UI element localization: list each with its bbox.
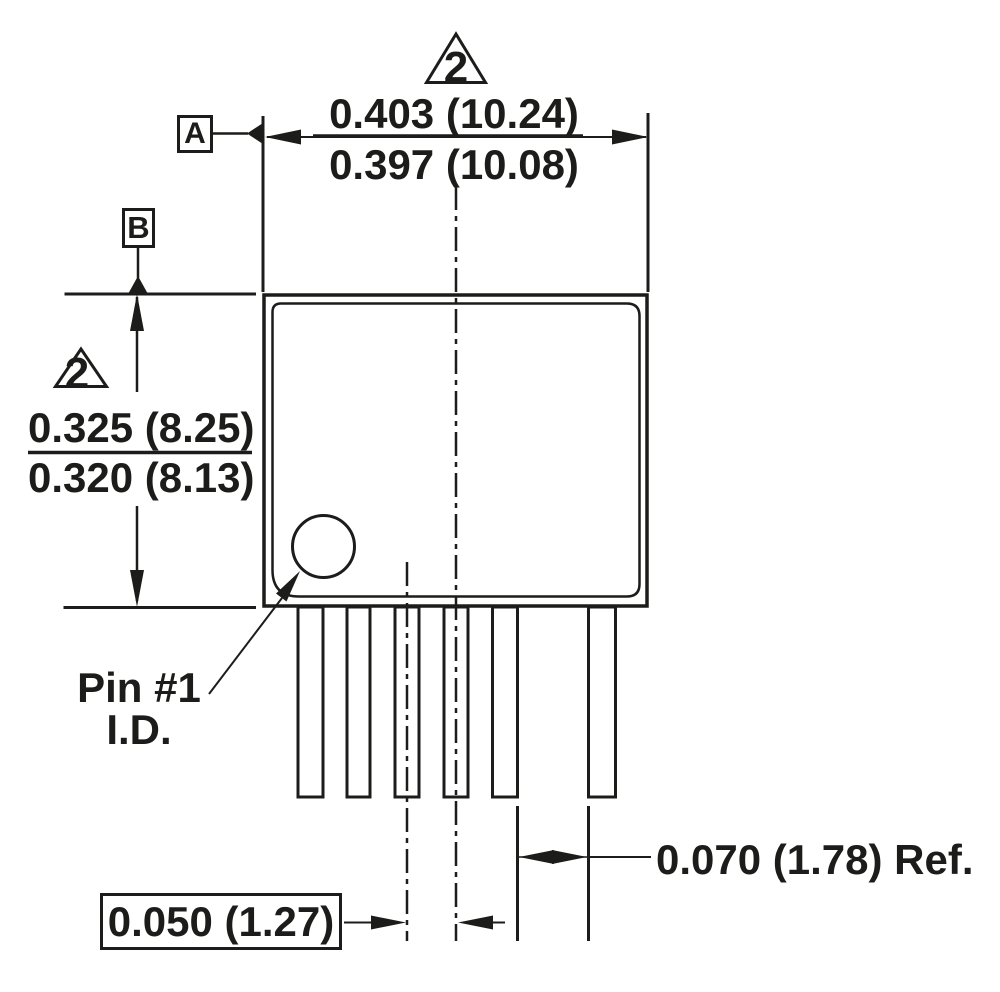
- pin-lead-2: [345, 605, 372, 799]
- datum-b-label: B: [127, 210, 150, 245]
- width-dim-value-min: 0.397 (10.08): [329, 141, 579, 188]
- pitch-dim-value: 0.050 (1.27): [107, 897, 335, 945]
- datum-b-box: B: [122, 208, 155, 248]
- datum-a-triangle-icon: [247, 123, 263, 144]
- height-arrow-up-icon: [130, 294, 144, 331]
- height-arrow-down-icon: [130, 570, 144, 607]
- ref-dim-value: 0.070 (1.78) Ref.: [656, 836, 974, 883]
- pin1-leader-arrow-icon: [276, 571, 300, 602]
- pin1-leader-line: [208, 597, 283, 695]
- note-flag-top-triangle-icon: [423, 31, 489, 84]
- pitch-arrow-right-icon: [371, 915, 406, 930]
- package-body: [271, 302, 641, 598]
- pin-lead-1: [296, 605, 325, 799]
- ref-arrow-right-icon: [552, 850, 587, 864]
- pin1-id-circle: [291, 514, 356, 579]
- datum-a-box: A: [177, 115, 213, 153]
- note-flag-left-triangle-icon: [52, 346, 110, 388]
- pin-lead-6: [587, 605, 617, 799]
- height-dim-value-min: 0.320 (8.13): [28, 454, 255, 501]
- datum-a-label: A: [184, 117, 206, 150]
- pitch-arrow-left-icon: [458, 915, 493, 930]
- pitch-dim-box: 0.050 (1.27): [100, 893, 342, 950]
- datum-b-triangle-icon: [127, 276, 149, 295]
- pin1-id-label-line1: Pin #1: [77, 664, 201, 711]
- ref-arrow-left-icon: [519, 850, 554, 864]
- pin-lead-5: [491, 605, 519, 799]
- note-flag-left-number: 2: [64, 349, 90, 398]
- note-flag-top-number: 2: [443, 43, 469, 92]
- width-arrow-left-icon: [265, 129, 301, 145]
- pin1-id-label-line2: I.D.: [106, 706, 172, 753]
- height-dim-value-max: 0.325 (8.25): [28, 404, 255, 451]
- width-arrow-right-icon: [612, 129, 648, 145]
- width-dim-value-max: 0.403 (10.24): [329, 90, 579, 137]
